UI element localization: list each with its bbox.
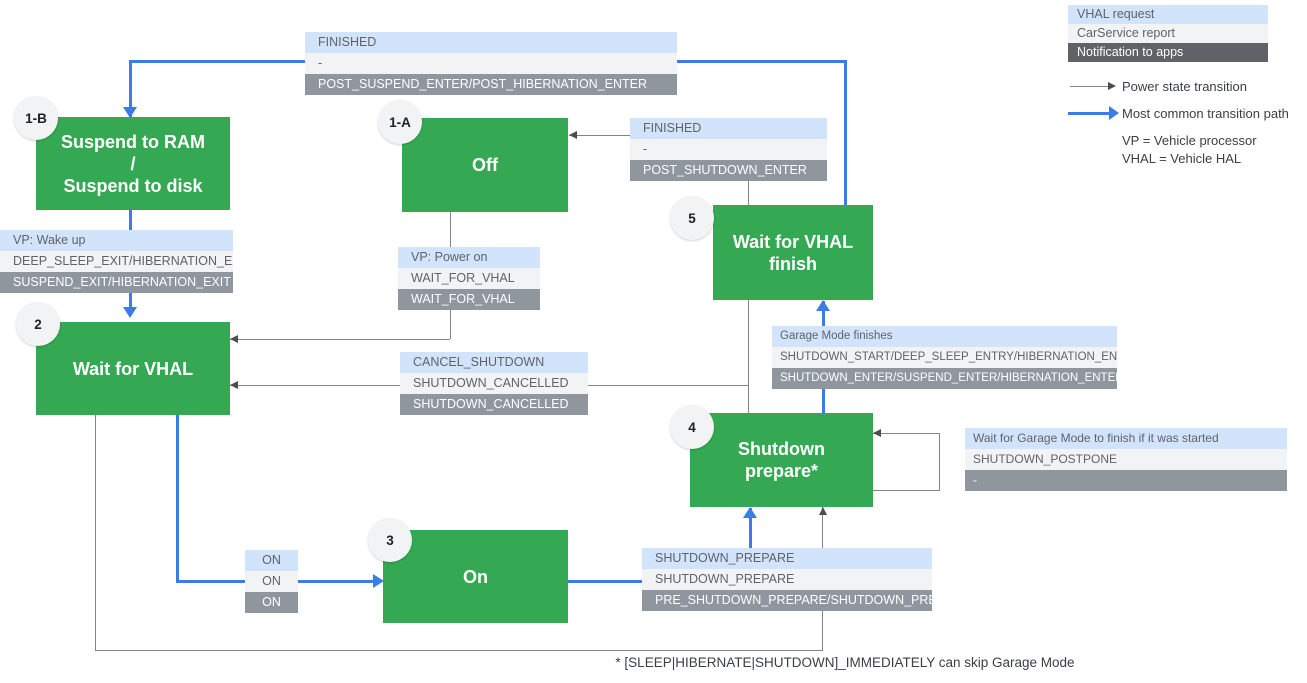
- arrow-up-into-prepare-gray: [819, 507, 827, 515]
- line-finish-to-suspend: [129, 60, 132, 118]
- arrow-up-into-finish: [816, 300, 830, 311]
- state-title-line: Suspend to RAM: [61, 131, 205, 152]
- state-title-line: Suspend to disk: [63, 175, 203, 196]
- vhal-request-row: VP: Power on: [398, 247, 540, 268]
- carservice-report-row: SHUTDOWN_PREPARE: [642, 569, 932, 590]
- state-title-line: Wait for VHAL: [72, 358, 194, 379]
- app-notification-row: SUSPEND_EXIT/HIBERNATION_EXIT: [0, 272, 233, 293]
- state-title-line: /: [130, 153, 136, 174]
- arrow-up-into-prepare: [743, 507, 757, 518]
- carservice-report-row: SHUTDOWN_POSTPONE: [965, 449, 1287, 470]
- carservice-report-row: ON: [245, 571, 298, 592]
- legend-color-key: VHAL request CarService report Notificat…: [1068, 5, 1268, 62]
- label-garage-mode-finishes: Garage Mode finishes SHUTDOWN_START/DEEP…: [772, 326, 1117, 389]
- line-waitvhal-to-prepare: [95, 650, 823, 651]
- state-title-line: On: [463, 566, 488, 587]
- state-wait-for-vhal-finish: Wait for VHAL finish: [713, 205, 873, 300]
- badge-1b: 1-B: [14, 96, 58, 140]
- vhal-request-row: CANCEL_SHUTDOWN: [400, 352, 588, 373]
- vhal-request-row: VP: Wake up: [0, 230, 233, 251]
- vhal-request-row: FINISHED: [305, 32, 677, 53]
- line-prepare-self-loop: [873, 490, 940, 491]
- label-on: ON ON ON: [245, 550, 298, 613]
- label-wake-up: VP: Wake up DEEP_SLEEP_EXIT/HIBERNATION_…: [0, 230, 233, 293]
- label-shutdown-prepare: SHUTDOWN_PREPARE SHUTDOWN_PREPARE PRE_SH…: [642, 548, 932, 611]
- arrow-down-into-waitvhal: [123, 307, 137, 318]
- app-notification-row: -: [965, 470, 1287, 491]
- label-shutdown-postpone: Wait for Garage Mode to finish if it was…: [965, 428, 1287, 491]
- vhal-request-row: SHUTDOWN_PREPARE: [642, 548, 932, 569]
- line-off-to-waitvhal: [230, 339, 450, 340]
- carservice-report-row: -: [305, 53, 677, 74]
- legend-gray-arrow: [1070, 86, 1110, 87]
- legend-carservice-report: CarService report: [1068, 24, 1268, 43]
- carservice-report-row: SHUTDOWN_CANCELLED: [400, 373, 588, 394]
- legend-gray-arrowhead: [1108, 82, 1116, 90]
- legend-blue-arrow-label: Most common transition path: [1122, 106, 1289, 121]
- badge-4: 4: [670, 405, 714, 449]
- app-notification-row: WAIT_FOR_VHAL: [398, 289, 540, 310]
- legend-vhal-request: VHAL request: [1068, 5, 1268, 24]
- arrow-left-self-loop: [873, 429, 881, 437]
- legend-vhal-abbreviation: VHAL = Vehicle HAL: [1122, 151, 1242, 166]
- line-waitvhal-to-prepare: [95, 415, 96, 651]
- line-waitvhal-to-on: [176, 415, 179, 583]
- arrow-right-into-on: [373, 574, 384, 588]
- legend-notification-to-apps: Notification to apps: [1068, 43, 1268, 62]
- badge-2: 2: [16, 302, 60, 346]
- arrow-left-into-waitvhal: [230, 335, 238, 343]
- app-notification-row: SHUTDOWN_CANCELLED: [400, 394, 588, 415]
- state-shutdown-prepare: Shutdown prepare*: [690, 413, 873, 507]
- state-wait-for-vhal: Wait for VHAL: [36, 322, 230, 415]
- app-notification-row: ON: [245, 592, 298, 613]
- label-cancel-shutdown: CANCEL_SHUTDOWN SHUTDOWN_CANCELLED SHUTD…: [400, 352, 588, 415]
- state-off: Off: [402, 118, 568, 212]
- app-notification-row: SHUTDOWN_ENTER/SUSPEND_ENTER/HIBERNATION…: [772, 368, 1117, 389]
- arrow-down-into-suspend: [123, 107, 137, 118]
- app-notification-row: POST_SHUTDOWN_ENTER: [630, 160, 827, 181]
- state-suspend-to-ram: Suspend to RAM / Suspend to disk: [36, 117, 230, 210]
- vhal-request-row: ON: [245, 550, 298, 571]
- state-title-line: Wait for VHAL: [732, 231, 854, 252]
- state-title-line: prepare*: [744, 461, 819, 481]
- vhal-request-row: Garage Mode finishes: [772, 326, 1117, 347]
- legend-gray-arrow-label: Power state transition: [1122, 79, 1248, 94]
- line-prepare-self-loop: [939, 433, 940, 491]
- state-title-line: finish: [769, 253, 817, 274]
- arrow-left-into-off: [569, 131, 577, 139]
- badge-5: 5: [670, 196, 714, 240]
- line-finish-to-suspend: [844, 60, 847, 206]
- line-prepare-to-finish-gray: [748, 300, 749, 413]
- legend-blue-arrowhead: [1109, 106, 1119, 120]
- footnote: * [SLEEP|HIBERNATE|SHUTDOWN]_IMMEDIATELY…: [615, 655, 1075, 670]
- badge-3: 3: [368, 518, 412, 562]
- state-title-line: Shutdown: [738, 439, 825, 459]
- app-notification-row: POST_SUSPEND_ENTER/POST_HIBERNATION_ENTE…: [305, 74, 677, 95]
- label-power-on: VP: Power on WAIT_FOR_VHAL WAIT_FOR_VHAL: [398, 247, 540, 310]
- state-title-line: Off: [472, 155, 498, 175]
- legend-blue-arrow: [1068, 112, 1110, 115]
- carservice-report-row: SHUTDOWN_START/DEEP_SLEEP_ENTRY/HIBERNAT…: [772, 347, 1117, 368]
- vhal-request-row: FINISHED: [630, 118, 827, 139]
- line-prepare-self-loop: [873, 433, 940, 434]
- badge-1a: 1-A: [378, 100, 422, 144]
- arrow-left-cancel-into-waitvhal: [230, 381, 238, 389]
- label-post-shutdown-enter: FINISHED - POST_SHUTDOWN_ENTER: [630, 118, 827, 181]
- vhal-request-row: Wait for Garage Mode to finish if it was…: [965, 428, 1287, 449]
- line-on-to-prepare: [749, 508, 752, 583]
- state-on: On: [383, 530, 568, 623]
- app-notification-row: PRE_SHUTDOWN_PREPARE/SHUTDOWN_PREPARE: [642, 590, 932, 611]
- carservice-report-row: WAIT_FOR_VHAL: [398, 268, 540, 289]
- label-post-suspend-enter: FINISHED - POST_SUSPEND_ENTER/POST_HIBER…: [305, 32, 677, 95]
- carservice-report-row: DEEP_SLEEP_EXIT/HIBERNATION_EXIT: [0, 251, 233, 272]
- legend-vp-abbreviation: VP = Vehicle processor: [1122, 133, 1257, 148]
- carservice-report-row: -: [630, 139, 827, 160]
